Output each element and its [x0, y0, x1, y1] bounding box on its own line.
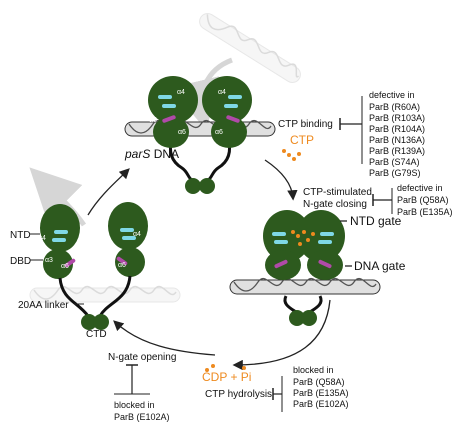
svg-text:ParB (R60A): ParB (R60A)	[369, 102, 420, 112]
svg-text:ParB (S74A): ParB (S74A)	[369, 157, 420, 167]
ctp-hydrolysis-label: CTP hydrolysis	[205, 389, 272, 400]
ctp-binding-label: CTP binding	[278, 119, 333, 130]
svg-text:α3: α3	[149, 117, 157, 124]
n-gate-opening-blocked-list: blocked in ParB (E102A)	[114, 400, 170, 422]
faded-arrow-top	[170, 57, 233, 131]
ntd-gate-label: NTD gate	[350, 214, 402, 228]
svg-text:defective in: defective in	[369, 90, 415, 100]
cycle-arrow-bottom-left	[113, 320, 216, 356]
cdp-molecule-icon	[205, 364, 246, 372]
svg-text:α3: α3	[45, 257, 53, 264]
cdp-pi-label: CDP + Pi	[202, 370, 251, 384]
svg-text:ParB (Q58A): ParB (Q58A)	[397, 195, 449, 205]
n-gate-closing-label: N-gate closing	[303, 199, 367, 210]
svg-text:α6: α6	[215, 129, 223, 136]
svg-text:ParB (R104A): ParB (R104A)	[369, 124, 425, 134]
n-gate-closing-defect-list: defective in ParB (Q58A) ParB (E135A)	[397, 183, 453, 217]
svg-text:ParB (N136A): ParB (N136A)	[369, 135, 425, 145]
svg-text:defective in: defective in	[397, 183, 443, 193]
cycle-arrow-top-right	[264, 159, 298, 201]
cycle-arrow-left	[87, 168, 130, 216]
faded-arrow-left	[29, 167, 87, 227]
dna-gate-label: DNA gate	[354, 259, 406, 273]
faded-dna-top	[199, 13, 301, 83]
left-parb-complex: α4 α4 α3 α6 α6	[38, 202, 148, 330]
svg-text:α4: α4	[38, 235, 46, 242]
svg-text:ParB (E102A): ParB (E102A)	[114, 412, 170, 422]
ntd-label: NTD	[10, 230, 31, 241]
svg-text:ParB (E135A): ParB (E135A)	[293, 388, 349, 398]
svg-text:α6: α6	[118, 262, 126, 269]
linker-label: 20AA linker	[18, 300, 69, 311]
svg-text:α4: α4	[177, 89, 185, 96]
ctp-stimulated-label: CTP-stimulated	[303, 187, 372, 198]
svg-text:ParB (G79S): ParB (G79S)	[369, 168, 421, 178]
svg-text:ParB (R139A): ParB (R139A)	[369, 146, 425, 156]
cycle-arrow-right	[232, 299, 331, 371]
svg-text:α6: α6	[178, 129, 186, 136]
top-parb-complex: α4 α4 α3 α6 α6	[124, 76, 276, 194]
ctd-label: CTD	[86, 329, 107, 340]
dbd-label: DBD	[10, 256, 31, 267]
svg-text:α6: α6	[61, 263, 69, 270]
ctp-label: CTP	[290, 133, 314, 147]
svg-text:blocked in: blocked in	[114, 400, 155, 410]
right-parb-complex	[229, 210, 381, 326]
svg-text:ParB (E135A): ParB (E135A)	[397, 207, 453, 217]
svg-text:ParB (R103A): ParB (R103A)	[369, 113, 425, 123]
svg-text:ParB (E102A): ParB (E102A)	[293, 399, 349, 409]
pars-dna-label: parS DNA	[124, 147, 179, 161]
ctp-binding-defect-list: defective in ParB (R60A) ParB (R103A) Pa…	[369, 90, 425, 178]
svg-text:ParB (Q58A): ParB (Q58A)	[293, 377, 345, 387]
svg-text:α4: α4	[218, 89, 226, 96]
n-gate-opening-label: N-gate opening	[108, 352, 176, 363]
ctp-molecule-icon	[282, 149, 301, 161]
svg-text:α4: α4	[133, 231, 141, 238]
svg-text:blocked in: blocked in	[293, 365, 334, 375]
ctp-hydrolysis-blocked-list: blocked in ParB (Q58A) ParB (E135A) ParB…	[293, 365, 349, 409]
